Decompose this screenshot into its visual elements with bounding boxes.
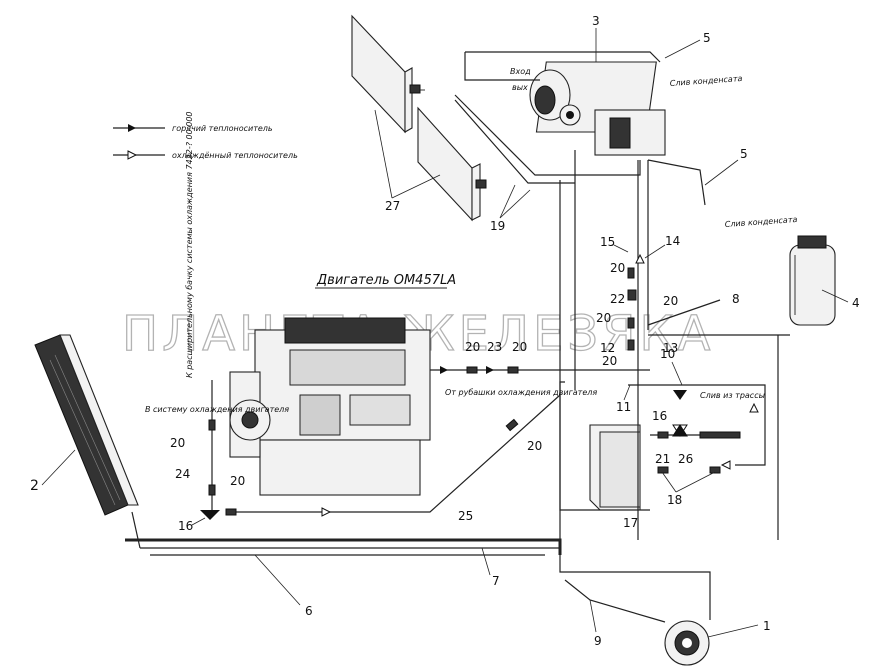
callout-15: 15: [600, 235, 615, 249]
callout-12: 12: [600, 341, 615, 355]
legend-hot: горячий теплоноситель: [172, 124, 273, 133]
cold-arrow-icon: [127, 150, 138, 160]
fittings: [200, 253, 759, 520]
callout-26: 27: [385, 199, 400, 213]
callout-16b: 16: [178, 519, 193, 533]
callout-20j: 21: [655, 452, 670, 466]
callout-20e: 20: [465, 340, 480, 354]
callout-5a: 5: [703, 31, 711, 45]
callout-17: 17: [623, 516, 638, 530]
label-outlet: вых: [512, 83, 528, 92]
callout-3: 3: [592, 14, 600, 28]
callout-20i: 20: [527, 439, 542, 453]
pump-1: [664, 620, 710, 666]
callout-7: 7: [492, 574, 500, 588]
callouts: 1 2 3 4 5 5 6 7 8 9 10 11 12 13 14 15 16…: [30, 14, 860, 648]
callout-22: 23: [487, 340, 502, 354]
heater-panels-26: [351, 14, 487, 222]
label-drain-2: Слив конденсата: [725, 215, 798, 229]
callout-8: 8: [732, 292, 740, 306]
expansion-tank-4: [789, 235, 836, 326]
callout-6: 6: [305, 604, 313, 618]
callout-10: 10: [660, 347, 675, 361]
callout-24: 25: [458, 509, 473, 523]
callout-4: 4: [852, 296, 860, 310]
callout-13: 13: [663, 341, 678, 355]
label-drain-1: Слив конденсата: [670, 74, 743, 88]
callout-25: 26: [678, 452, 693, 466]
callout-19: 19: [490, 219, 505, 233]
engine-title: Двигатель OM457LA: [316, 273, 456, 288]
air-conditioner-unit-3: [529, 61, 666, 156]
radiator-2: [34, 334, 139, 516]
callout-2: 2: [30, 478, 39, 494]
label-from-cooling: От рубашки охлаждения двигателя: [445, 388, 597, 397]
callout-16a: 16: [652, 409, 667, 423]
callout-11: 11: [616, 400, 631, 414]
hot-arrow-icon: [128, 124, 136, 132]
callout-21: 22: [610, 292, 625, 306]
heater-17: [589, 424, 641, 511]
callout-5b: 5: [740, 147, 748, 161]
label-drain-system: Слив из трассы: [700, 391, 765, 400]
label-to-cooling: В систему охлаждения двигателя: [145, 405, 289, 414]
callout-23: 24: [175, 467, 190, 481]
legend-cold: охлаждённый теплоноситель: [172, 151, 298, 160]
callout-20f: 20: [512, 340, 527, 354]
callout-20b: 20: [663, 294, 678, 308]
engine-om457la: [229, 317, 431, 496]
callout-14: 14: [665, 234, 680, 248]
callout-20c: 20: [596, 311, 611, 325]
callout-9: 9: [594, 634, 602, 648]
callout-20d: 20: [602, 354, 617, 368]
callout-1: 1: [763, 619, 771, 633]
callout-18: 18: [667, 493, 682, 507]
callout-20a: 20: [610, 261, 625, 275]
label-inlet: Вход: [510, 67, 531, 76]
callout-20h: 20: [230, 474, 245, 488]
callout-20g: 20: [170, 436, 185, 450]
legend: горячий теплоноситель охлаждённый теплон…: [113, 124, 298, 160]
label-expansion-tank: К расширительному бачку системы охлажден…: [185, 111, 194, 378]
